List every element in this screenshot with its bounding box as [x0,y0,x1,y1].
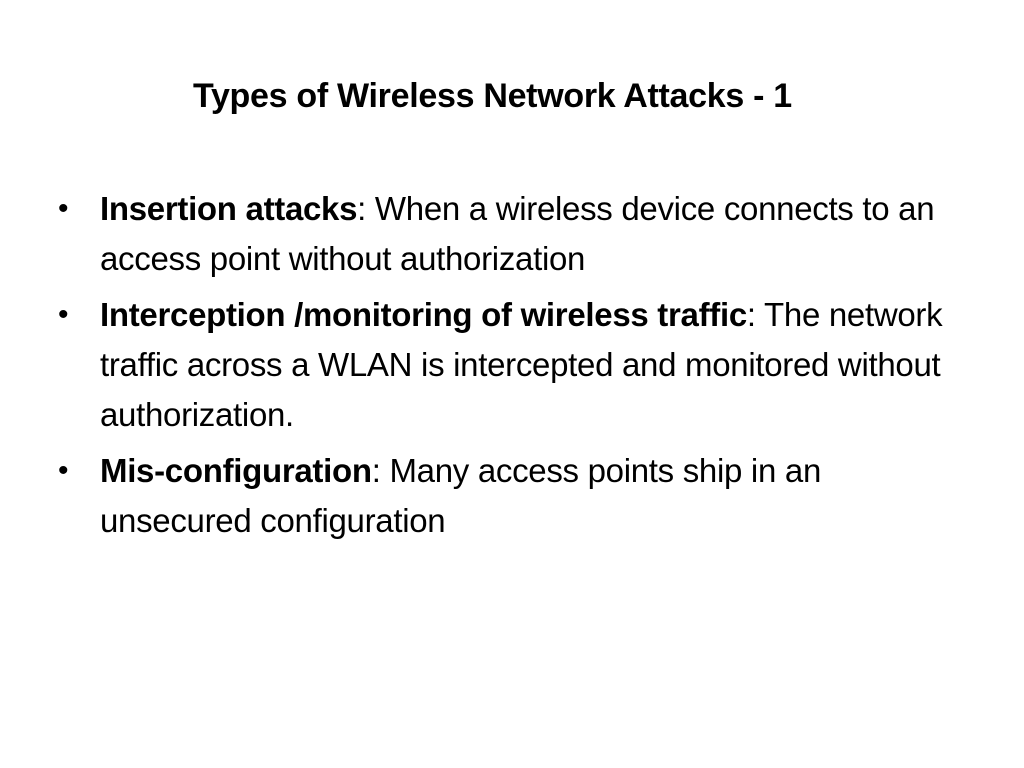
bullet-separator: : [746,296,756,333]
bullet-item-mis-configuration: • Mis-configuration: Many access points … [58,446,958,546]
bullet-description: When a wireless device connects to an ac… [100,190,935,277]
bullet-dot-icon: • [58,454,69,487]
bullet-item-insertion-attacks: • Insertion attacks: When a wireless dev… [58,184,958,284]
slide-title: Types of Wireless Network Attacks - 1 [193,77,792,115]
bullet-term: Insertion attacks [100,190,358,227]
bullet-description: The network traffic across a WLAN is int… [100,296,943,433]
bullet-description: Many access points ship in an unsecured … [100,452,821,539]
bullet-dot-icon: • [58,298,69,331]
bullet-term: Interception /monitoring of wireless tra… [100,296,747,333]
bullet-separator: : [357,190,367,227]
bullet-item-interception: • Interception /monitoring of wireless t… [58,290,958,440]
bullet-term: Mis-configuration [100,452,372,489]
bullet-dot-icon: • [58,192,69,225]
bullet-separator: : [371,452,381,489]
bullet-list: • Insertion attacks: When a wireless dev… [58,184,958,552]
